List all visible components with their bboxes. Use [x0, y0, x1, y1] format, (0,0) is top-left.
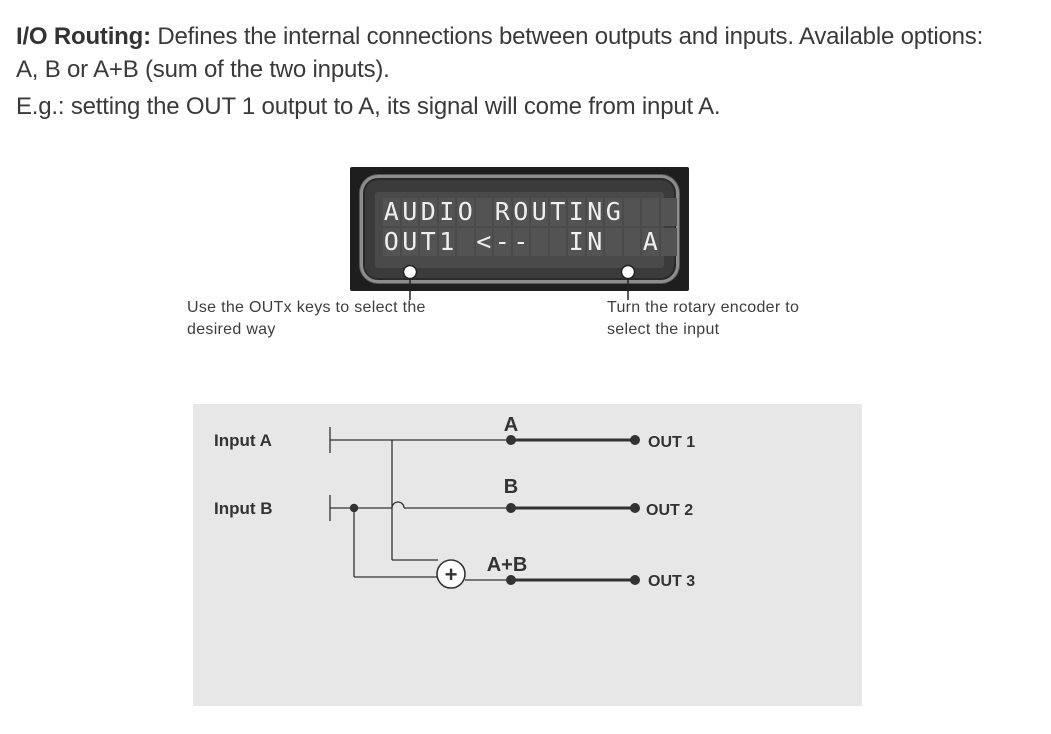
routing-diagram-svg: Input A Input B A B A+B OUT 1 OUT 2 OUT … [214, 414, 695, 590]
out1-label: OUT 1 [648, 434, 695, 451]
output-lines [511, 438, 635, 582]
lcd-row-2-char-12 [605, 228, 622, 256]
lcd-row-2-char-11: N [586, 228, 603, 256]
lcd-row-2-char-10: I [568, 228, 585, 256]
input-a-label: Input A [214, 431, 272, 450]
lcd-row-1-char-8: U [531, 198, 548, 226]
lcd-row-1-char-10: I [568, 198, 585, 226]
sum-symbol: + [445, 562, 458, 587]
lcd-row-2-char-5: < [475, 228, 492, 256]
lcd-row-1-char-0: A [383, 198, 400, 226]
intro-paragraph-routing: I/O Routing: Defines the internal connec… [16, 20, 1046, 86]
signal-wires [329, 427, 511, 581]
lcd-row-1-char-5 [475, 198, 492, 226]
intro-text: I/O Routing: Defines the internal connec… [16, 20, 1046, 123]
lcd-row-2-char-1: U [401, 228, 418, 256]
source-b-label: B [504, 476, 518, 498]
lcd-row-2-char-9 [549, 228, 566, 256]
callout-outx-keys: Use the OUTx keys to select the desired … [187, 299, 426, 338]
routing-diagram: Input A Input B A B A+B OUT 1 OUT 2 OUT … [193, 404, 862, 706]
lcd-row-1-char-7: O [512, 198, 529, 226]
callout-pointers [402, 264, 636, 300]
lcd-row-1-char-11: N [586, 198, 603, 226]
input-b-label: Input B [214, 499, 273, 518]
lcd-row-1-char-15 [660, 198, 677, 226]
lcd-row-1-char-6: R [494, 198, 511, 226]
lcd-row-2-char-15 [660, 228, 677, 256]
intro-options: A, B or A+B (sum of the two inputs). [16, 56, 390, 83]
lcd-row-2-char-2: T [420, 228, 437, 256]
lcd-row-1-char-13 [623, 198, 640, 226]
sum-circle [436, 559, 466, 589]
lcd-row-1-char-12: G [605, 198, 622, 226]
sum-node: + [436, 559, 466, 589]
lcd-row-1-char-1: U [401, 198, 418, 226]
junction-dots [349, 435, 640, 585]
out2-label: OUT 2 [646, 502, 693, 519]
lcd-row-1-char-3: I [438, 198, 455, 226]
source-sum-label: A+B [487, 554, 528, 576]
lcd-row-1-char-14 [642, 198, 659, 226]
lcd-row-2-char-13 [623, 228, 640, 256]
lcd-row-2-char-7: - [512, 228, 529, 256]
callout-rotary-encoder: Turn the rotary encoder to select the in… [607, 299, 800, 338]
lcd-row-2-char-6: - [494, 228, 511, 256]
lcd-row-1-char-9: T [549, 198, 566, 226]
intro-description: Defines the internal connections between… [150, 23, 984, 50]
source-a-label: A [504, 414, 518, 436]
intro-example: E.g.: setting the OUT 1 output to A, its… [16, 93, 721, 120]
lcd-row-2-char-8 [531, 228, 548, 256]
intro-heading: I/O Routing: [16, 23, 151, 50]
lcd-row-2-char-0: O [383, 228, 400, 256]
lcd-row-2-char-3: 1 [438, 228, 455, 256]
lcd-row-2-char-4 [457, 228, 474, 256]
lcd-row-1-char-2: D [420, 198, 437, 226]
left-callout-pointer [402, 264, 418, 300]
right-callout-pointer [620, 264, 636, 300]
lcd-row-1-char-4: O [457, 198, 474, 226]
lcd-row-2-char-14: A [642, 228, 659, 256]
out3-label: OUT 3 [648, 573, 695, 590]
